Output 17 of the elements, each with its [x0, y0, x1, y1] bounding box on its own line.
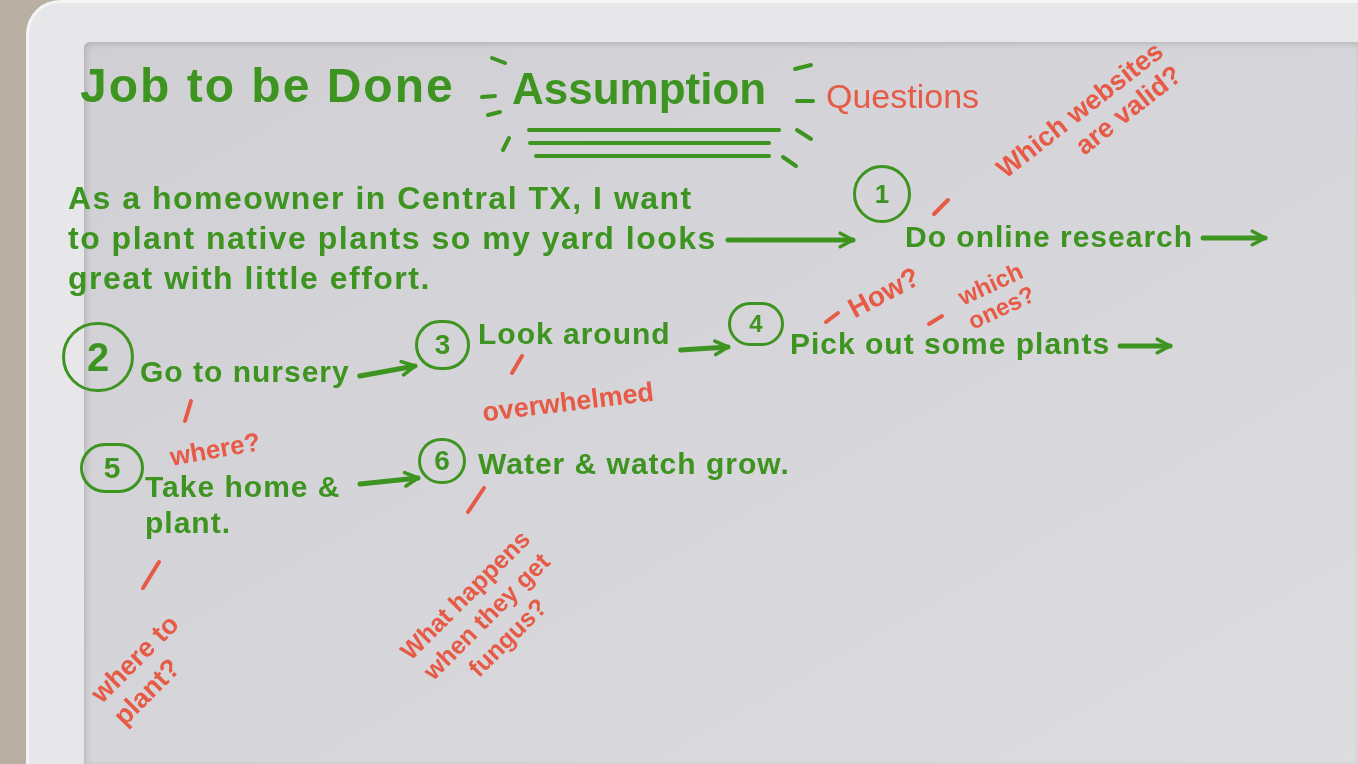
step-text: Water & watch grow. — [478, 446, 791, 482]
arrow — [1200, 229, 1268, 247]
arrow — [678, 339, 731, 357]
column-heading: Assumption — [512, 63, 767, 115]
step-text: Pick out some plants — [790, 327, 1112, 362]
arrow — [357, 359, 418, 379]
arrow — [357, 470, 421, 488]
job-statement: As a homeowner in Central TX, I want to plant native plants so my yard looks great with little effort. — [68, 178, 728, 298]
step-text: Look around — [478, 316, 672, 352]
column-heading: Job to be Done — [80, 58, 455, 114]
column-heading: Questions — [826, 76, 980, 117]
arrow — [1117, 337, 1173, 355]
arrow — [725, 231, 856, 249]
step-text: Take home & plant. — [145, 469, 342, 541]
note-text: overwhelmed — [480, 377, 656, 427]
step-text: Go to nursery — [140, 354, 351, 390]
question-note: where? — [167, 426, 263, 472]
